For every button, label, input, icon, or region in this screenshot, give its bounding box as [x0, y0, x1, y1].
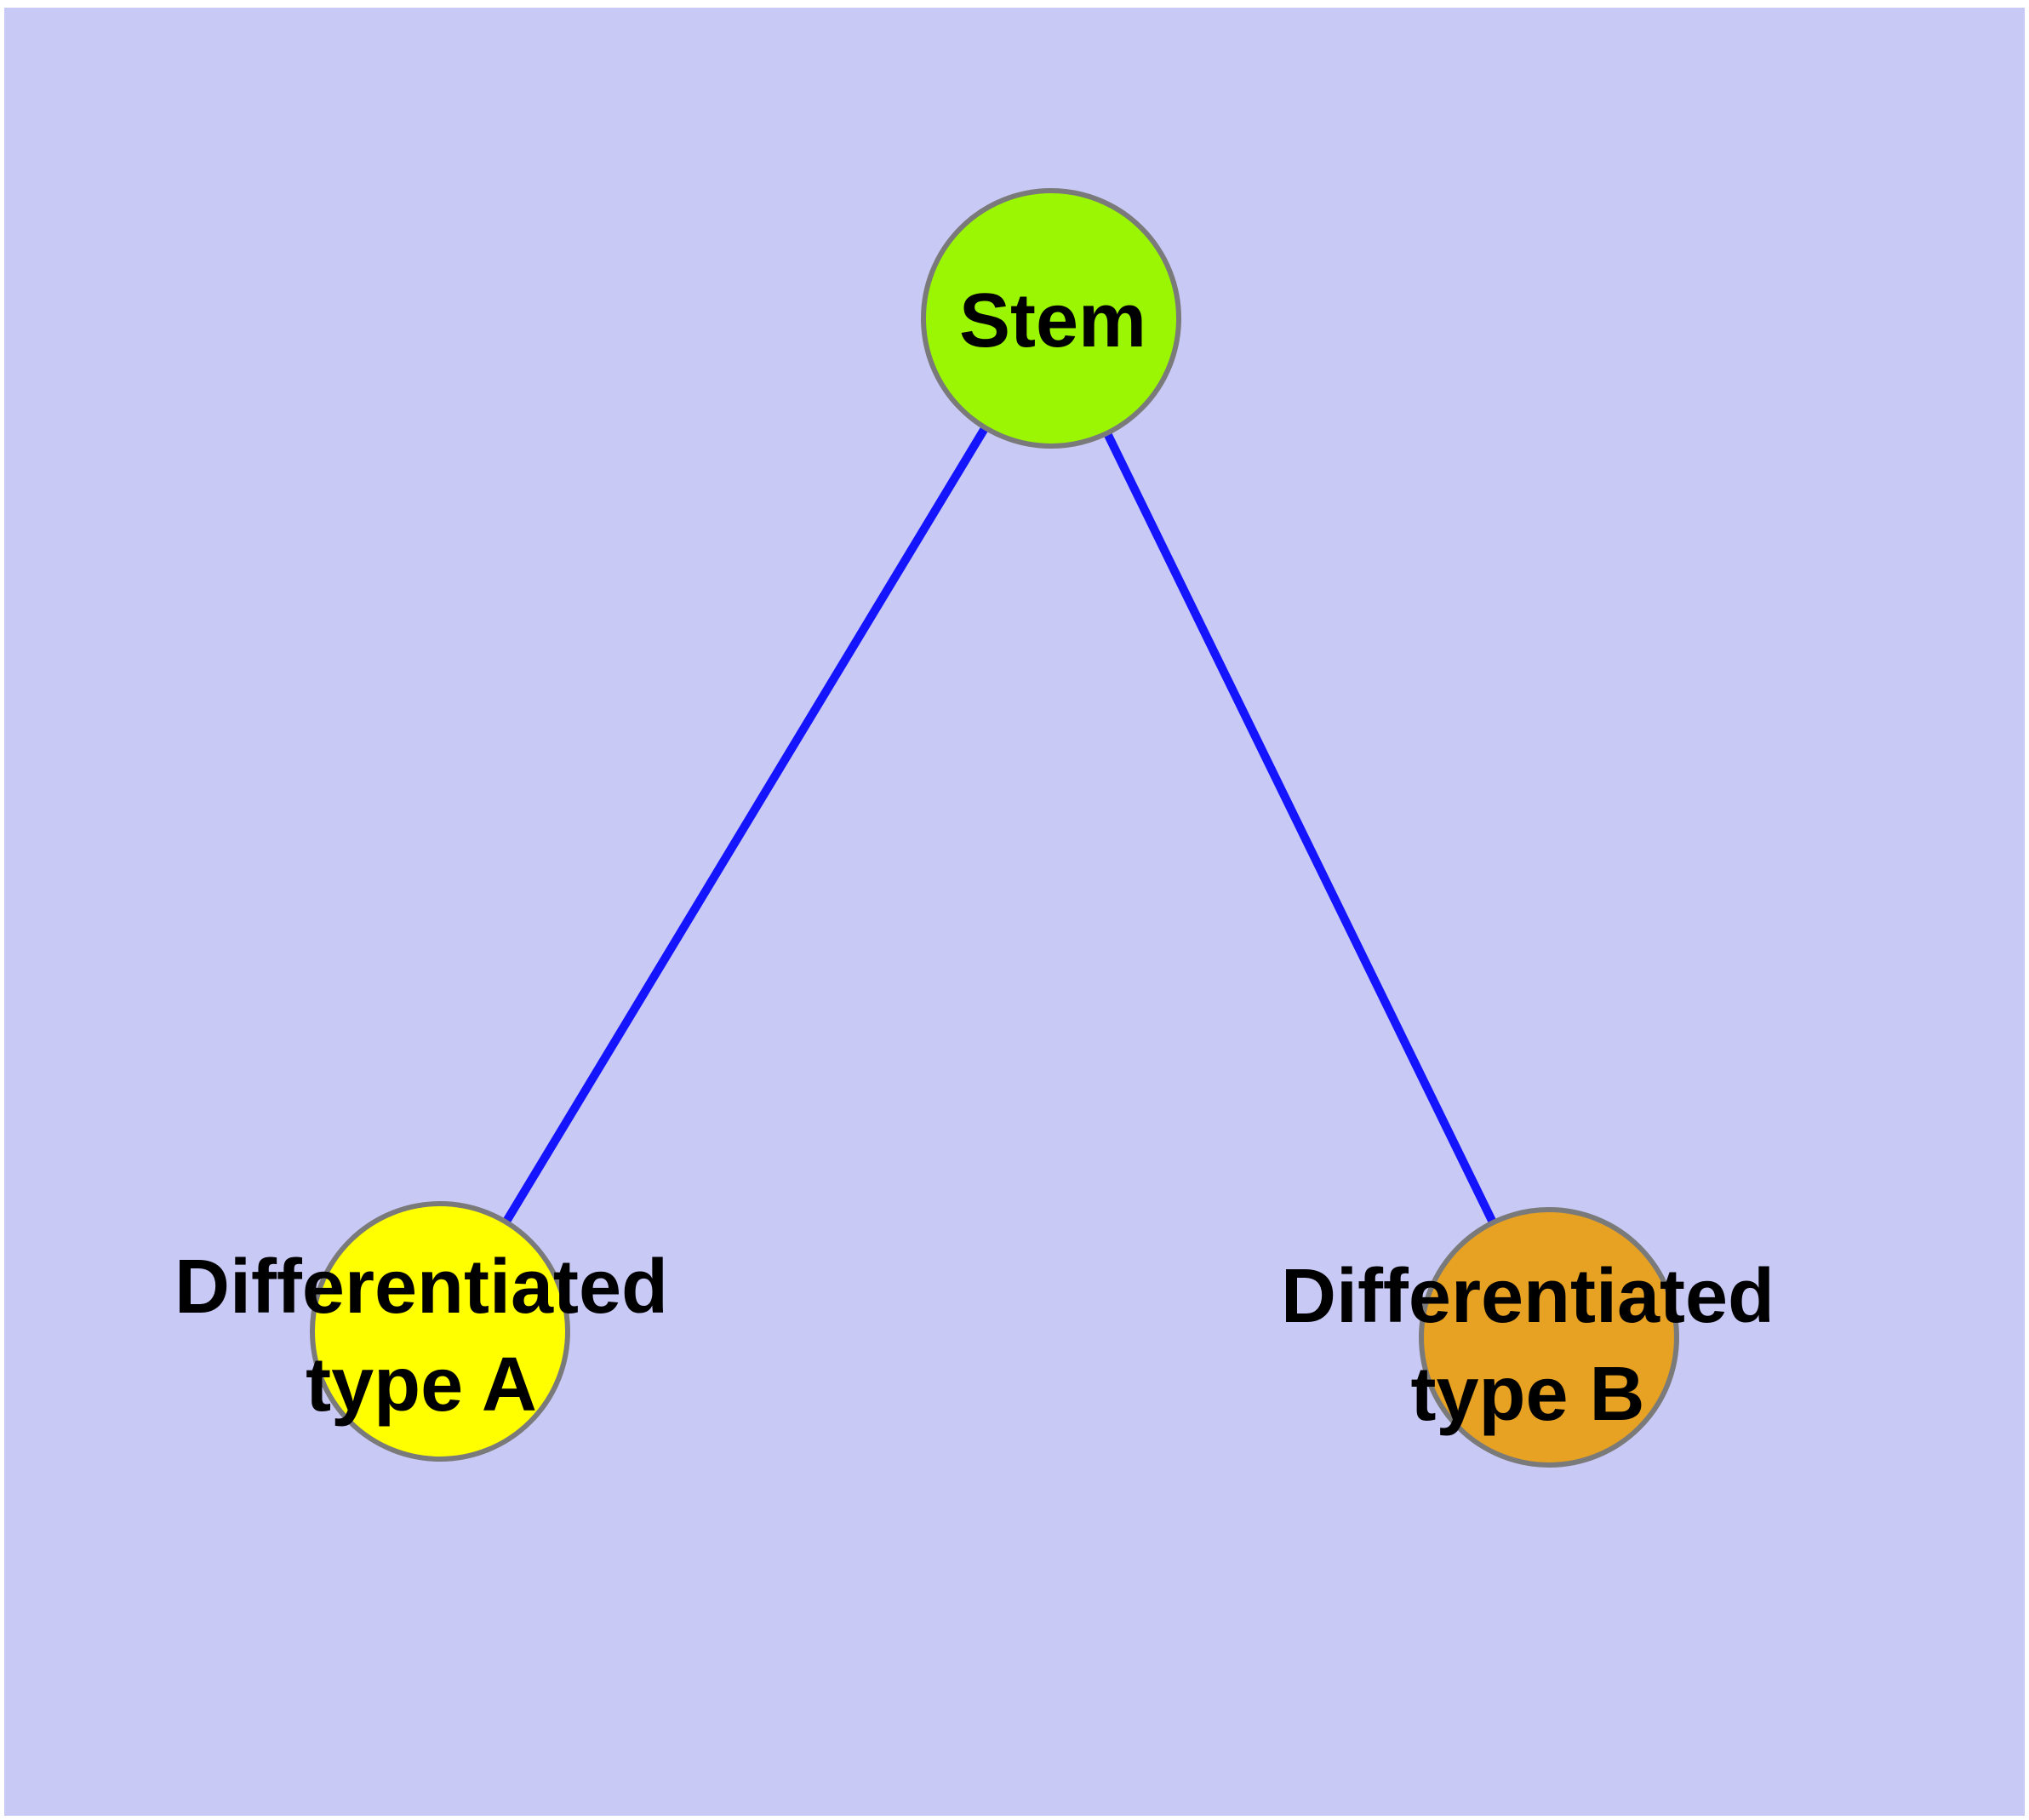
type-b-node — [1419, 1207, 1679, 1468]
type-b-node-label-line2: type B — [1410, 1352, 1644, 1437]
stem-node-label: Stem — [959, 278, 1146, 363]
type-a-node-label-line1: Differentiated — [174, 1245, 668, 1330]
edge-stem-to-type-a — [436, 316, 1055, 1334]
type-b-node-label-line1: Differentiated — [1281, 1254, 1775, 1339]
type-a-node — [310, 1201, 570, 1462]
edge-stem-to-type-b — [1047, 316, 1553, 1340]
type-a-node-label-line2: type A — [306, 1342, 537, 1428]
stem-node — [921, 188, 1181, 449]
